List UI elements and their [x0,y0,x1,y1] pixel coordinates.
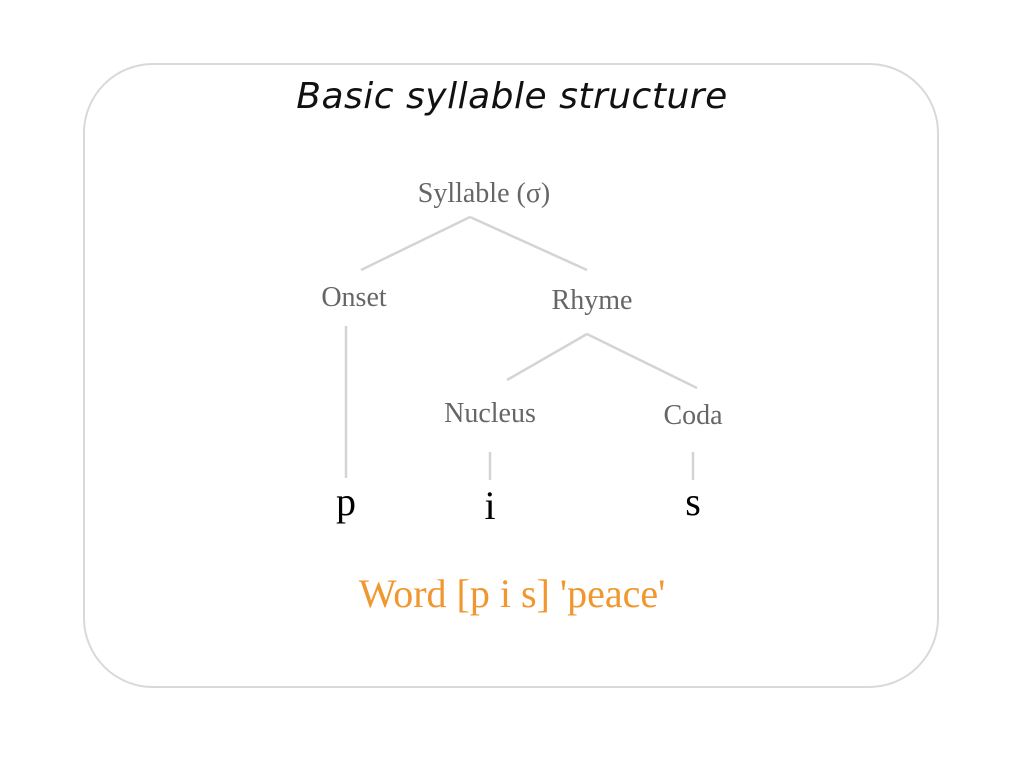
segment-nucleus: i [484,483,496,528]
slide-title: Basic syllable structure [296,76,728,117]
edge-rhyme-coda [586,332,698,390]
segment-onset: p [336,479,356,524]
node-rhyme: Rhyme [551,285,633,316]
node-onset: Onset [321,282,387,313]
segment-coda: s [685,479,701,524]
word-caption: Word [p i s] 'peace' [358,571,666,616]
edge-syllable-rhyme [469,215,588,272]
edge-syllable-onset [360,215,471,272]
edge-rhyme-nucleus [506,332,588,382]
node-coda: Coda [663,400,723,431]
node-syllable: Syllable (σ) [417,178,551,209]
rounded-frame [83,63,939,688]
node-nucleus: Nucleus [444,398,536,429]
